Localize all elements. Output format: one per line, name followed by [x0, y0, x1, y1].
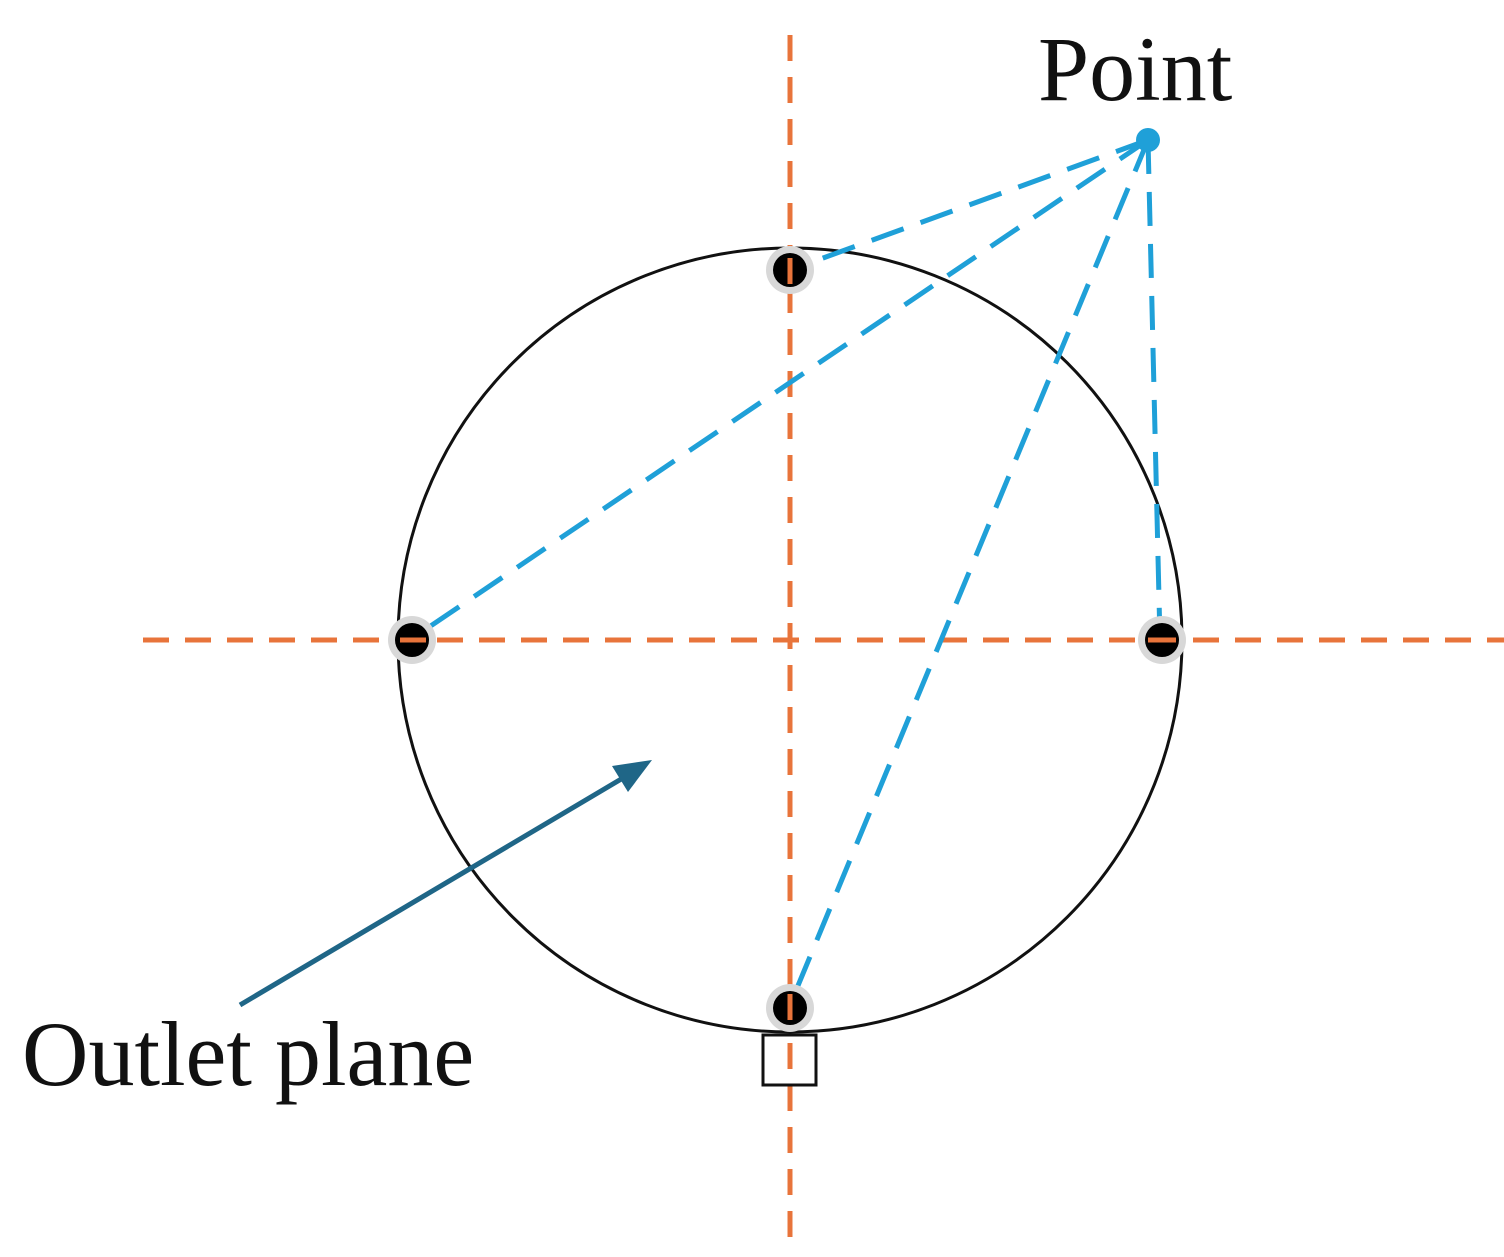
source-point-dot	[1136, 128, 1160, 152]
right-angle-mark	[761, 1033, 818, 1087]
ray-to-right	[1145, 139, 1163, 641]
marker-bottom	[766, 984, 814, 1032]
outlet-plane-label: Outlet plane	[22, 1003, 474, 1105]
ray-to-top	[789, 137, 1149, 273]
rays	[408, 137, 1163, 1006]
ray-to-left	[408, 137, 1150, 643]
marker-right	[1138, 616, 1186, 664]
outlet-plane-arrow	[238, 760, 652, 1008]
ray-to-bottom	[787, 139, 1151, 1006]
marker-left	[388, 616, 436, 664]
marker-top	[766, 246, 814, 294]
point-label: Point	[1038, 18, 1233, 120]
